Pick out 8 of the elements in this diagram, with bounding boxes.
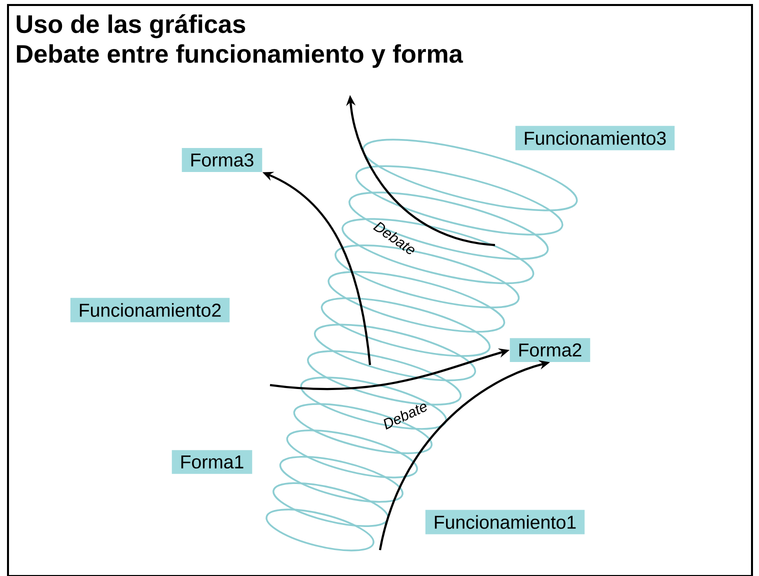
title: Uso de las gráficas (16, 14, 246, 38)
label-box: Funcionamiento3 (515, 126, 675, 150)
label-box: Funcionamiento2 (70, 298, 230, 322)
label-box: Forma1 (172, 450, 252, 474)
label-box: Funcionamiento1 (425, 510, 585, 534)
subtitle: Debate entre funcionamiento y forma (16, 44, 464, 68)
label-box: Forma3 (182, 148, 262, 172)
label-box: Forma2 (510, 338, 590, 362)
